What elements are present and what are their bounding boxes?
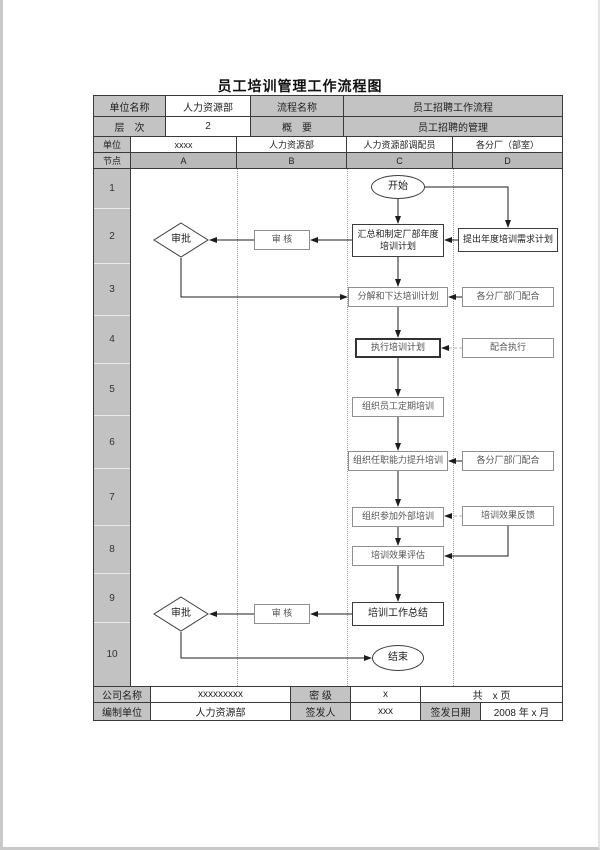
secrecy-value: x <box>351 687 421 703</box>
branch-coop-node-2: 各分厂部门配合 <box>462 451 554 471</box>
ability-training-node: 组织任职能力提升培训 <box>348 451 448 471</box>
process-name-value: 员工招聘工作流程 <box>344 96 562 117</box>
lane-divider-bc <box>347 169 348 686</box>
node-number: 2 <box>94 209 130 264</box>
node-number: 8 <box>94 526 130 574</box>
node-number: 7 <box>94 469 130 526</box>
level-value: 2 <box>166 117 251 137</box>
company-name-value: xxxxxxxxx <box>151 687 291 703</box>
node-number: 4 <box>94 316 130 364</box>
execute-plan-node: 执行培训计划 <box>355 338 441 358</box>
unit-name-value: 人力资源部 <box>166 96 251 117</box>
total-pages: 共 x 页 <box>421 687 562 703</box>
level-label: 层 次 <box>94 117 166 137</box>
node-row-label: 节点 <box>94 153 131 169</box>
diamond-outline <box>153 596 209 632</box>
info-row-1: 单位名称 人力资源部 流程名称 员工招聘工作流程 <box>94 96 562 117</box>
unit-c: 人力资源部调配员 <box>347 137 453 153</box>
node-number: 6 <box>94 416 130 469</box>
flowchart-canvas: 1 2 3 4 5 6 7 8 9 10 <box>94 169 562 686</box>
approve-decision-1: 审批 <box>153 222 209 258</box>
footer-row-1: 公司名称 xxxxxxxxx 密 级 x 共 x 页 <box>94 686 562 703</box>
lane-divider-cd <box>453 169 454 686</box>
unit-b: 人力资源部 <box>237 137 347 153</box>
start-node: 开始 <box>371 175 425 199</box>
node-letter-row: 节点 A B C D <box>94 153 562 169</box>
approve-label: 审批 <box>171 607 191 619</box>
process-name-label: 流程名称 <box>251 96 344 117</box>
flowchart-sheet: 单位名称 人力资源部 流程名称 员工招聘工作流程 层 次 2 概 要 员工招聘的… <box>93 95 563 721</box>
propose-needs-node: 提出年度培训需求计划 <box>458 228 558 252</box>
author-unit-label: 编制单位 <box>94 703 151 720</box>
info-row-2: 层 次 2 概 要 员工招聘的管理 <box>94 117 562 137</box>
review-node-1: 审 核 <box>254 230 310 250</box>
summary-label: 概 要 <box>251 117 344 137</box>
summary-value: 员工招聘的管理 <box>344 117 562 137</box>
company-name-label: 公司名称 <box>94 687 151 703</box>
summarize-plan-node: 汇总和制定厂部年度培训计划 <box>352 224 444 257</box>
external-training-node: 组织参加外部培训 <box>352 507 444 527</box>
review-node-2: 审 核 <box>254 604 310 624</box>
node-letter-a: A <box>131 153 237 169</box>
flow-connectors <box>180 186 511 661</box>
evaluate-node: 培训效果评估 <box>352 546 444 566</box>
issue-date-value: 2008 年 x 月 <box>481 703 562 720</box>
node-number: 9 <box>94 574 130 623</box>
branch-coop-node-1: 各分厂部门配合 <box>462 287 554 307</box>
issuer-label: 签发人 <box>291 703 351 720</box>
unit-d: 各分厂（部室） <box>453 137 562 153</box>
approve-label: 审批 <box>171 233 191 245</box>
coop-execute-node: 配合执行 <box>462 338 554 358</box>
unit-a: xxxx <box>131 137 237 153</box>
issuer-value: xxx <box>351 703 421 720</box>
node-number-column: 1 2 3 4 5 6 7 8 9 10 <box>94 169 131 686</box>
node-letter-c: C <box>347 153 453 169</box>
node-number: 1 <box>94 169 130 209</box>
diamond-outline <box>153 222 209 258</box>
secrecy-label: 密 级 <box>291 687 351 703</box>
node-number: 5 <box>94 364 130 416</box>
footer-row-2: 编制单位 人力资源部 签发人 xxx 签发日期 2008 年 x 月 <box>94 703 562 720</box>
author-unit-value: 人力资源部 <box>151 703 291 720</box>
unit-name-label: 单位名称 <box>94 96 166 117</box>
work-summary-node: 培训工作总结 <box>352 602 444 626</box>
page-title: 员工培训管理工作流程图 <box>217 78 383 94</box>
approve-decision-2: 审批 <box>153 596 209 632</box>
issue-date-label: 签发日期 <box>421 703 481 720</box>
node-number: 3 <box>94 264 130 316</box>
unit-row-label: 单位 <box>94 137 131 153</box>
node-letter-b: B <box>237 153 347 169</box>
node-number: 10 <box>94 623 130 685</box>
unit-row: 单位 xxxx 人力资源部 人力资源部调配员 各分厂（部室） <box>94 137 562 153</box>
feedback-node: 培训效果反馈 <box>462 506 554 526</box>
regular-training-node: 组织员工定期培训 <box>352 397 444 417</box>
end-node: 结束 <box>372 645 424 671</box>
lane-divider-ab <box>237 169 238 686</box>
node-letter-d: D <box>453 153 562 169</box>
decompose-plan-node: 分解和下达培训计划 <box>348 287 448 307</box>
